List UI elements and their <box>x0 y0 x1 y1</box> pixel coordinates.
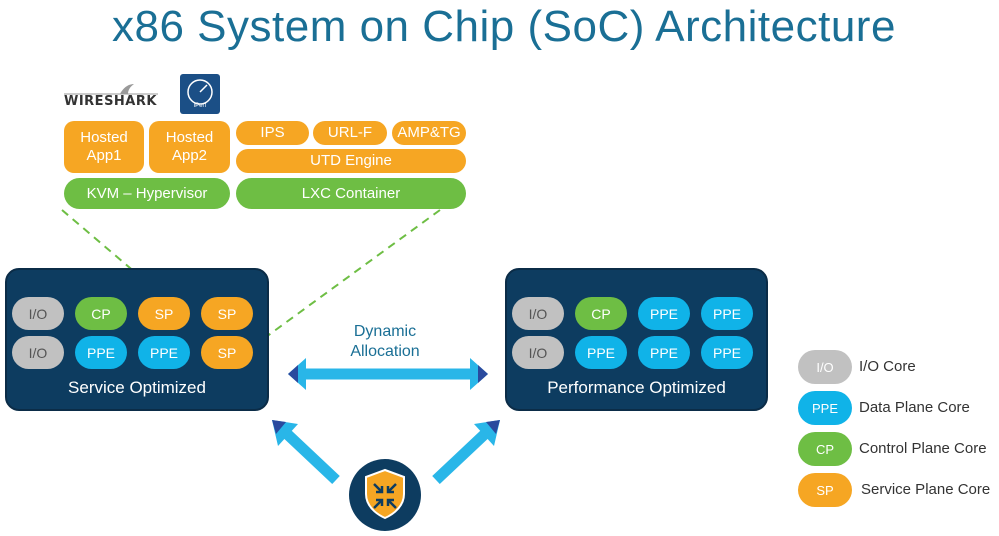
legend-ppe-swatch: PPE <box>798 391 852 425</box>
ppe-core: PPE <box>638 297 690 330</box>
service-optimized-box: I/O CP SP SP I/O PPE PPE SP Service Opti… <box>5 268 269 411</box>
ppe-core: PPE <box>701 336 753 369</box>
lxc-container-block: LXC Container <box>236 178 466 209</box>
legend: I/O I/O Core PPE Data Plane Core CP Cont… <box>798 350 996 510</box>
ppe-core: PPE <box>138 336 190 369</box>
ppe-core: PPE <box>75 336 127 369</box>
left-diagonal-arrow <box>272 420 340 485</box>
speedometer-icon <box>187 79 213 105</box>
kvm-connector-line <box>61 209 151 286</box>
legend-io-label: I/O Core <box>859 358 916 375</box>
io-core: I/O <box>12 336 64 369</box>
kvm-hypervisor-block: KVM – Hypervisor <box>64 178 230 209</box>
legend-cp-label: Control Plane Core <box>859 440 987 457</box>
ips-block: IPS <box>236 121 309 145</box>
legend-ppe-label: Data Plane Core <box>859 399 970 416</box>
amp-tg-block: AMP&TG <box>392 121 466 145</box>
legend-sp-swatch: SP <box>798 473 852 507</box>
sp-core: SP <box>138 297 190 330</box>
iperf-text: iPerf <box>193 103 207 109</box>
dynamic-allocation-arrow <box>288 358 488 390</box>
wireshark-logo: WIRESHARK <box>64 82 160 112</box>
hosted-app1: Hosted App1 <box>64 121 144 173</box>
legend-io-swatch: I/O <box>798 350 852 384</box>
sp-core: SP <box>201 297 253 330</box>
legend-sp-label: Service Plane Core <box>861 481 991 498</box>
io-core: I/O <box>512 297 564 330</box>
wireshark-text: WIRESHARK <box>64 94 157 109</box>
ppe-core: PPE <box>575 336 627 369</box>
service-core-row-2: I/O PPE PPE SP <box>12 336 253 369</box>
cp-core: CP <box>75 297 127 330</box>
cp-core: CP <box>575 297 627 330</box>
hosted-app2: Hosted App2 <box>149 121 230 173</box>
fin-icon <box>64 84 158 95</box>
legend-cp-swatch: CP <box>798 432 852 466</box>
utd-engine-block: UTD Engine <box>236 149 466 173</box>
right-diagonal-arrow <box>432 420 500 485</box>
performance-optimized-label: Performance Optimized <box>547 378 726 397</box>
page-title: x86 System on Chip (SoC) Architecture <box>112 2 896 51</box>
performance-core-row-1: I/O CP PPE PPE <box>512 297 753 330</box>
performance-core-row-2: I/O PPE PPE PPE <box>512 336 753 369</box>
dynamic-allocation-label: Dynamic Allocation <box>350 323 420 360</box>
service-optimized-label: Service Optimized <box>68 378 206 397</box>
sp-core: SP <box>201 336 253 369</box>
iperf-logo: iPerf <box>180 74 220 114</box>
ppe-core: PPE <box>701 297 753 330</box>
lxc-connector-line <box>254 209 441 346</box>
url-f-block: URL-F <box>313 121 387 145</box>
io-core: I/O <box>12 297 64 330</box>
router-shield-icon <box>349 459 421 531</box>
performance-optimized-box: I/O CP PPE PPE I/O PPE PPE PPE Performan… <box>505 268 768 411</box>
ppe-core: PPE <box>638 336 690 369</box>
service-core-row-1: I/O CP SP SP <box>12 297 253 330</box>
io-core: I/O <box>512 336 564 369</box>
